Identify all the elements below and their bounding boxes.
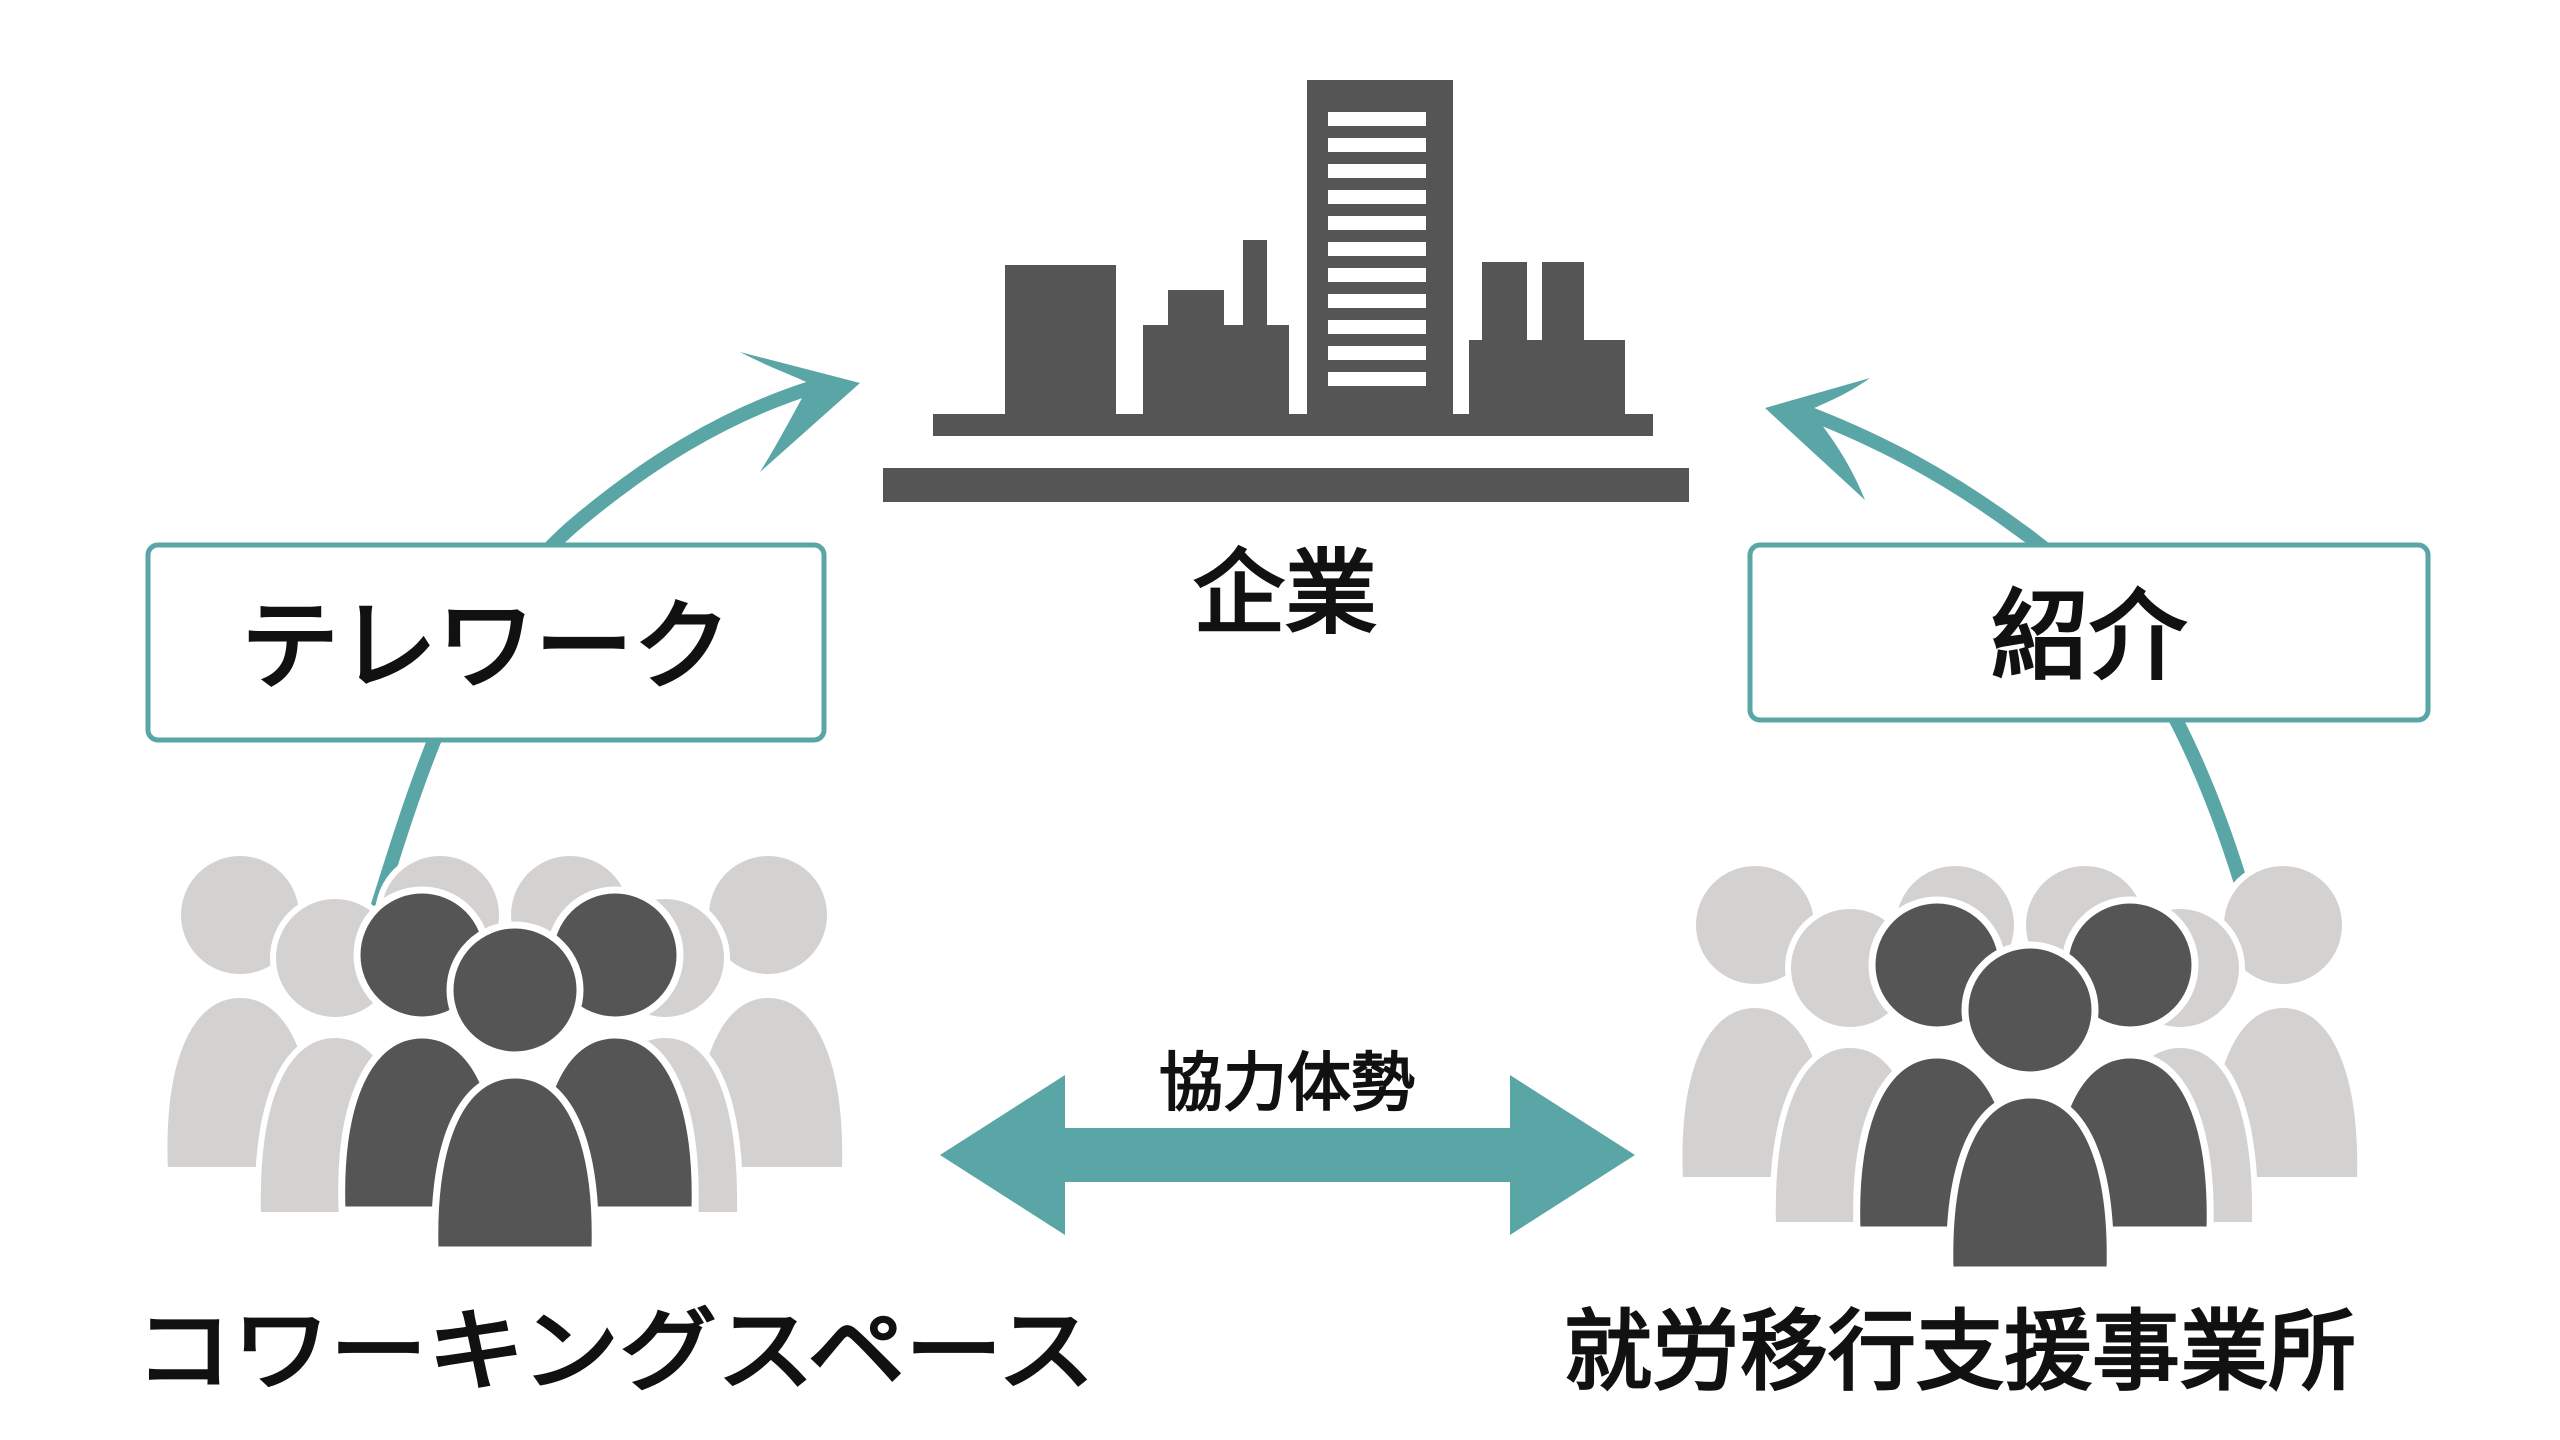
people-group-icon <box>161 850 849 1254</box>
people-group-icon <box>1676 860 2364 1274</box>
tower-windows <box>1328 112 1426 386</box>
cooperation-label: 協力体勢 <box>1159 1047 1415 1121</box>
telework-arrow <box>371 352 860 912</box>
telework-label: テレワーク <box>241 590 731 704</box>
employment-support-label: 就労移行支援事業所 <box>1564 1300 2356 1403</box>
coworking-label: コワーキングスペース <box>135 1299 1095 1404</box>
cooperation-double-arrow <box>940 1075 1635 1235</box>
introduction-label-box: 紹介 <box>1747 542 2431 723</box>
telework-label-box: テレワーク <box>145 542 827 743</box>
introduction-label: 紹介 <box>1991 580 2188 694</box>
city-buildings-icon <box>883 80 1689 502</box>
company-label: 企業 <box>1193 540 1377 647</box>
